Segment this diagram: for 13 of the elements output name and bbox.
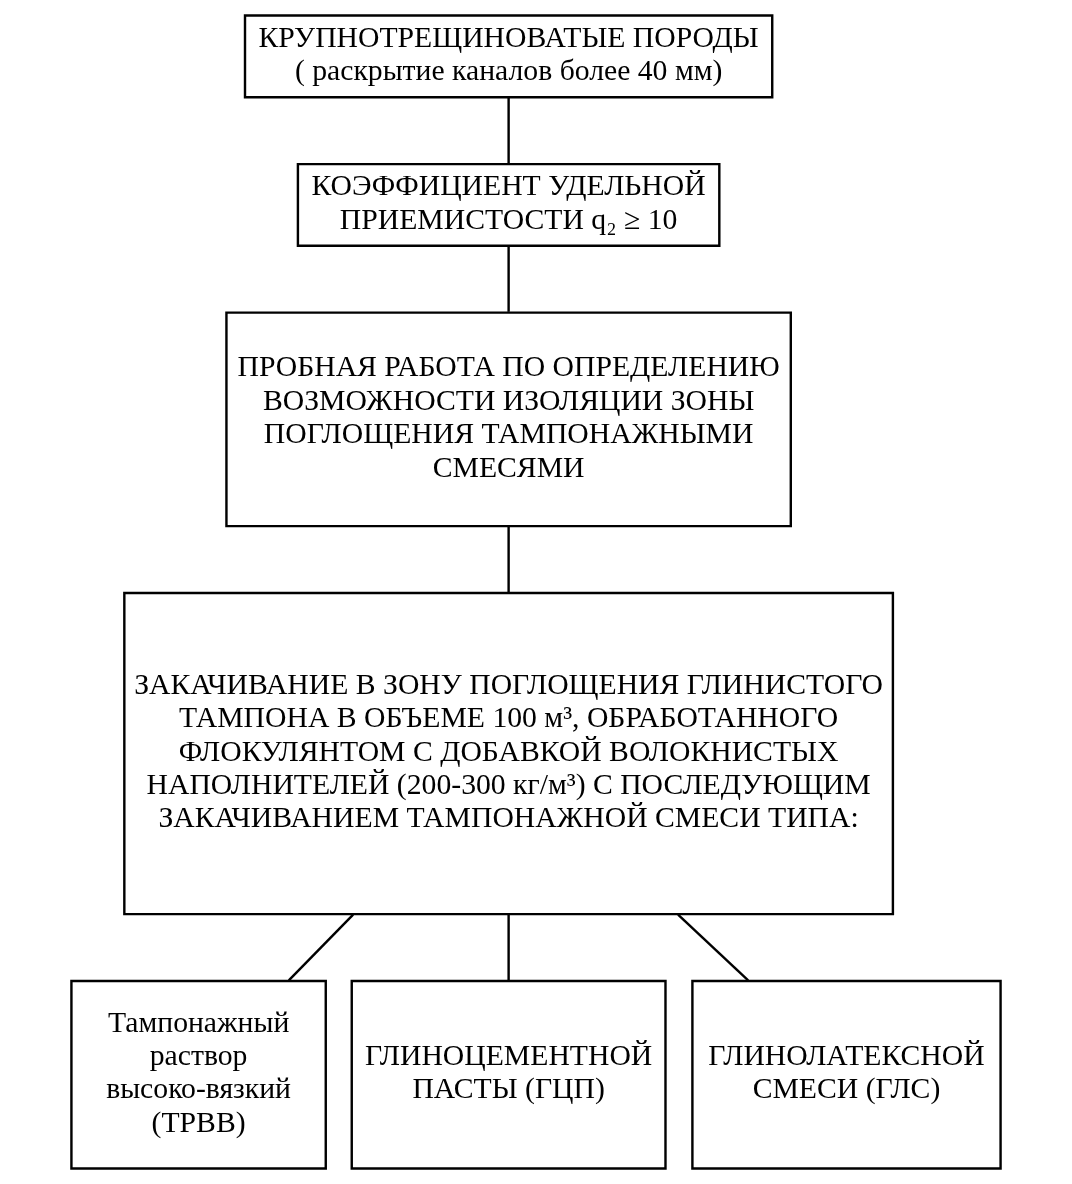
connector (507, 97, 510, 165)
node-box: ЗАКАЧИВАНИЕ В ЗОНУ ПОГЛОЩЕНИЯ ГЛИНИСТОГО ТАМПОНА В ОБЪЕМЕ 100 м³, ОБРАБОТАННОГО ФЛОКУЛЯНТОМ С ДОБАВКОЙ ВОЛОКНИСТЫХ НАПОЛНИТЕЛЕЙ (200-300 кг/м³) С ПОСЛЕДУЮЩИМ ЗАКАЧИВАНИЕМ ТАМПОНАЖНОЙ СМЕСИ ТИПА: (123, 591, 895, 916)
node-box: ПРОБНАЯ РАБОТА ПО ОПРЕДЕЛЕНИЮ ВОЗМОЖНОСТИ ИЗОЛЯЦИИ ЗОНЫ ПОГЛОЩЕНИЯ ТАМПОНАЖНЫМИ СМЕСЯМИ (225, 311, 792, 528)
node-box: ГЛИНОЦЕМЕНТНОЙ ПАСТЫ (ГЦП) (350, 979, 667, 1170)
connector (507, 245, 510, 312)
connector (507, 914, 510, 981)
connector (287, 913, 355, 982)
node-box: Тампонажный раствор высоко-вязкий (ТРВВ) (70, 979, 327, 1170)
node-box: КРУПНОТРЕЩИНОВАТЫЕ ПОРОДЫ ( раскрытие каналов более 40 мм) (243, 14, 774, 99)
node-box: КОЭФФИЦИЕНТ УДЕЛЬНОЙ ПРИЕМИСТОСТИ q₂ ≥ 10 (296, 162, 721, 247)
connector (507, 526, 510, 593)
connector (677, 913, 749, 982)
node-box: ГЛИНОЛАТЕКСНОЙ СМЕСИ (ГЛС) (691, 979, 1002, 1170)
